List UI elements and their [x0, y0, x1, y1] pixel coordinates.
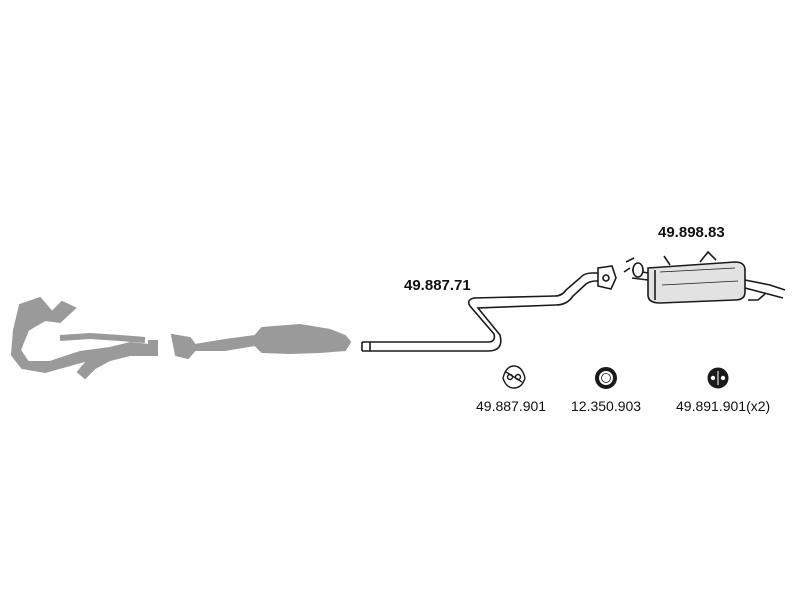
- part-number-middle-pipe: 49.887.71: [404, 277, 471, 294]
- part-number-rear-silencer: 49.898.83: [658, 224, 725, 241]
- part-number-hanger-b: 49.891.901(x2): [676, 398, 771, 414]
- middle-pipe: [361, 265, 617, 352]
- rubber-hanger-b: [707, 367, 729, 389]
- catalytic-converter: [170, 323, 352, 360]
- rubber-hanger-a: [502, 365, 526, 389]
- front-manifold-pipe: [10, 296, 158, 380]
- part-number-hanger-a: 49.887.901: [476, 398, 547, 414]
- seal-ring: [595, 367, 617, 389]
- part-number-seal-ring: 12.350.903: [571, 398, 642, 414]
- rear-silencer: [623, 250, 786, 304]
